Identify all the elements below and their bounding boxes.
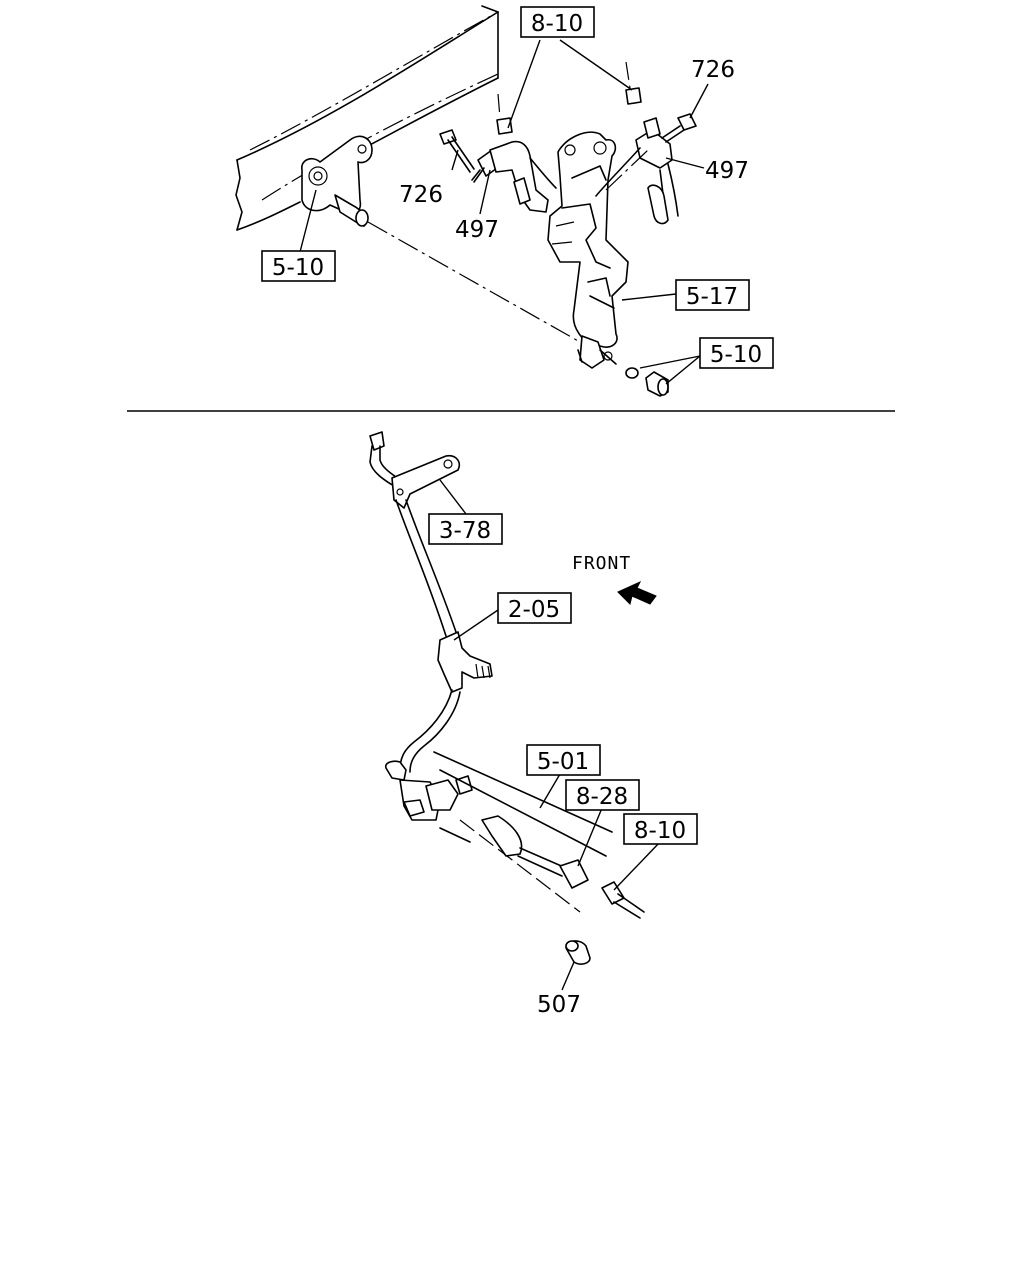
callout-5-17-text: 5-17 (686, 284, 738, 310)
cap-8-10 (601, 881, 645, 919)
clip-8-10-right (625, 61, 642, 105)
callout-2-05: 2-05 (497, 592, 572, 624)
shaft-line-1 (433, 751, 613, 833)
leader-3-78 (439, 479, 467, 515)
right-connector (595, 129, 679, 225)
top-assembly: 8-10 726 726 497 497 5-10 5-17 5-10 (235, 5, 774, 397)
bottom-assembly: FRONT 3-78 2-05 5-01 8-28 8-10 507 (369, 431, 698, 1018)
callout-5-17: 5-17 (675, 279, 750, 311)
leader-8-10-bottom (613, 841, 661, 891)
callout-726-left: 726 (399, 182, 443, 208)
leader-8-10-b (559, 39, 633, 91)
callout-8-28: 8-28 (565, 779, 640, 811)
leader-726-right (689, 83, 709, 119)
harness-clip (489, 140, 557, 213)
shaft-line-4 (439, 827, 471, 843)
callout-2-05-text: 2-05 (508, 597, 560, 623)
callout-8-10-top-text: 8-10 (531, 11, 583, 37)
leader-5-10-left (299, 189, 317, 253)
bolt-5-10-right (625, 367, 669, 397)
front-label: FRONT (572, 553, 631, 574)
leader-5-10-right (639, 355, 701, 385)
center-line-left (367, 221, 581, 343)
callout-726-right: 726 (691, 57, 735, 83)
frame-rail (235, 5, 499, 231)
callout-497-right: 497 (705, 158, 749, 184)
leader-507 (561, 961, 575, 991)
callout-5-10-left-text: 5-10 (272, 255, 324, 281)
callout-8-10-bottom: 8-10 (623, 813, 698, 845)
arrow-left-icon (617, 580, 657, 605)
leader-497-left (479, 169, 491, 215)
callout-5-01-text: 5-01 (537, 749, 589, 775)
leader-8-10-a (507, 39, 541, 129)
upper-hose (369, 431, 461, 637)
callout-5-01: 5-01 (526, 744, 601, 776)
left-mount-bracket (301, 135, 373, 227)
main-sensor-assembly (547, 131, 629, 369)
clip-8-10-left (496, 93, 513, 135)
leader-726-left (451, 149, 459, 171)
leader-5-01 (539, 773, 561, 809)
callout-5-10-right: 5-10 (699, 337, 774, 369)
leader-8-28 (577, 807, 603, 867)
bolt-726-right (643, 113, 697, 143)
callout-8-28-text: 8-28 (576, 784, 628, 810)
callout-8-10-bottom-text: 8-10 (634, 818, 686, 844)
shaft-line-2 (439, 769, 607, 857)
leader-2-05 (453, 609, 499, 641)
lower-hose (384, 689, 461, 781)
callout-5-10-right-text: 5-10 (710, 342, 762, 368)
shaft-line-3 (459, 819, 581, 913)
tee-joint (437, 631, 493, 693)
center-line-right (605, 149, 649, 191)
callout-8-10-top: 8-10 (520, 6, 595, 38)
sensor-rod (481, 815, 589, 889)
callout-3-78: 3-78 (428, 513, 503, 545)
bolt-726-left (439, 129, 475, 173)
cap-507 (565, 940, 591, 965)
callout-3-78-text: 3-78 (439, 518, 491, 544)
callout-5-10-left: 5-10 (261, 250, 336, 282)
leader-5-17 (621, 293, 677, 301)
callout-497-left: 497 (455, 217, 499, 243)
sensor-unit (399, 775, 473, 821)
callout-507: 507 (537, 992, 581, 1018)
leader-497-right (665, 157, 705, 169)
